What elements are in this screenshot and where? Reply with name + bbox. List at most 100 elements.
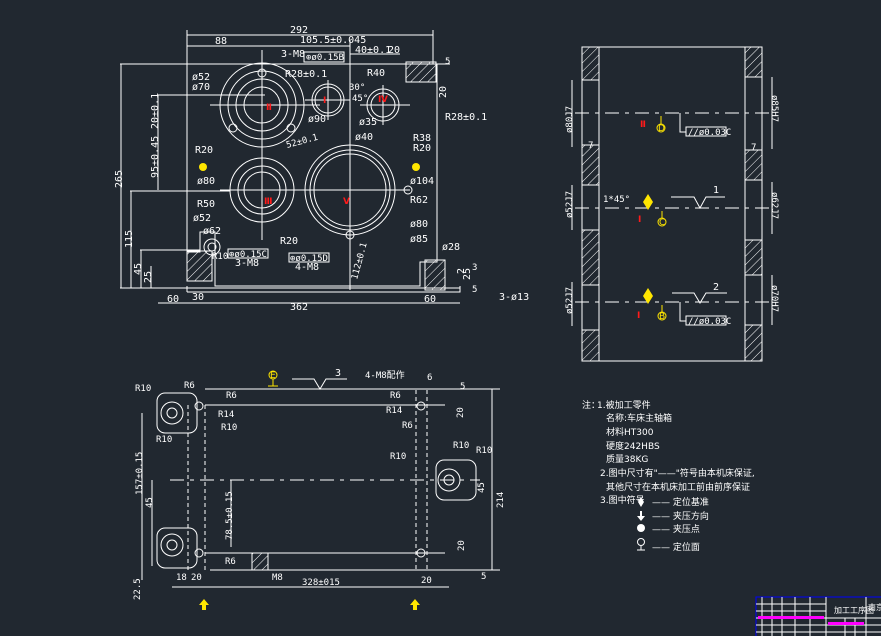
datum-b-icon [657, 311, 667, 321]
label-r20-bottom: R20 [280, 236, 298, 247]
bore-V [300, 135, 413, 245]
label-r20-left: R20 [195, 145, 213, 156]
label-d40: ø40 [355, 132, 373, 143]
label-r10: R10 [212, 252, 228, 262]
tolerance-parallel-1: //ø0.03C [688, 128, 731, 138]
note-2: 2.图中尺寸有"——"符号由本机床保证, [600, 467, 755, 479]
label-r10-b: R10 [221, 423, 237, 433]
label-d85: ø85 [410, 234, 428, 245]
label-r40: R40 [367, 68, 385, 79]
dim-20-left: 20 [191, 573, 202, 583]
label-d52-b: ø52 [193, 213, 211, 224]
label-chamfer: 1*45° [603, 195, 630, 205]
clamp-point-right-icon [412, 163, 420, 171]
note-1a: 名称:车床主轴箱 [606, 412, 672, 424]
datum-c-icon [657, 217, 667, 227]
locating-datum-1-icon [643, 194, 653, 210]
dim-78: 78.5±0.15 [225, 491, 235, 540]
dim-20-bottom: 20 [457, 540, 467, 551]
dim-95: 95±0.45 [150, 136, 161, 178]
dim-40: 40±0.1 [355, 45, 391, 56]
dim-d52j7-b: ø52J7 [565, 287, 575, 314]
label-3-m8-left: 3-M8 [235, 258, 259, 269]
dim-105: 105.5±0.045 [300, 35, 366, 46]
axis-mark-sec-I-2: Ⅰ [637, 311, 640, 321]
dim-25: 25 [143, 271, 154, 283]
dim-20-right: 20 [421, 576, 432, 586]
note-1: 1.被加工零件 [597, 399, 651, 411]
label-d80-right: ø80 [410, 219, 428, 230]
title-block: 加工工序图 南京 [755, 596, 881, 636]
label-d35: ø35 [359, 117, 377, 128]
legend-clamp-point: —— 夹压点 [652, 523, 700, 535]
label-r28-2: R28±0.1 [445, 112, 487, 123]
title-block-title: 加工工序图 [834, 605, 874, 615]
roughness-7-a: 7 [588, 141, 593, 151]
axis-mark-V: Ⅴ [343, 197, 350, 207]
dot-icon [637, 524, 645, 532]
dim-d62j7: ø62J7 [769, 192, 779, 219]
dim-d52j7-a: ø52J7 [565, 191, 575, 218]
tolerance-top: ⊕ø0.15B [306, 53, 344, 63]
roughness-5: 5 [472, 285, 477, 295]
label-d52: ø52 [192, 72, 210, 83]
label-3-m8-top: 3-M8 [281, 49, 305, 60]
dim-20: 20 [388, 45, 400, 56]
dim-d85h7: ø85H7 [769, 95, 779, 122]
roughness-7-b: 7 [751, 143, 756, 153]
bottom-view: E 3 4-M8配作 R10 R6 R6 R14 R10 R10 R6 R14 … [133, 368, 506, 610]
note-2b: 其他尺寸在本机床加工前由前序保证 [606, 481, 750, 493]
title-block-school: 南京 [868, 602, 881, 612]
label-d80-left: ø80 [197, 176, 215, 187]
legend-clamp-direction: —— 夹压方向 [652, 510, 709, 522]
label-r6-b: R6 [226, 391, 237, 401]
note-1d: 质量38KG [606, 453, 648, 465]
dim-20-top: 20 [456, 407, 466, 418]
roughness-5-bv-b: 5 [481, 572, 486, 582]
bore-III [220, 150, 310, 240]
dim-right-60: 60 [424, 294, 436, 305]
label-r10-d: R10 [390, 452, 406, 462]
dim-45-right: 45 [477, 482, 487, 493]
locator-icon [637, 538, 645, 546]
label-m8: M8 [272, 573, 283, 583]
bore-IV [360, 85, 410, 125]
label-4-m8-note: 4-M8配作 [365, 369, 405, 381]
dim-214: 214 [496, 492, 506, 508]
notes-block: 注： 1.被加工零件 名称:车床主轴箱 材料HT300 硬度242HBS 质量3… [582, 399, 755, 553]
legend-locating-surface: —— 定位面 [652, 541, 700, 553]
label-4-m8: 4-M8 [295, 262, 319, 273]
legend-locating-datum: —— 定位基准 [652, 496, 709, 508]
label-r10-e: R10 [453, 441, 469, 451]
label-r62: R62 [410, 195, 428, 206]
label-r6-d: R6 [402, 421, 413, 431]
dim-20-01: 20±0.1 [150, 93, 161, 129]
label-r10-a: R10 [135, 384, 151, 394]
label-d104: ø104 [410, 176, 434, 187]
clamp-direction-right-icon [410, 599, 420, 610]
dim-right-2: 2 [456, 268, 467, 274]
label-112: 112±0.1 [350, 242, 369, 281]
label-r28-1: R28±0.1 [285, 69, 327, 80]
label-r38: R38 [413, 133, 431, 144]
axis-mark-sec-II: Ⅱ [640, 120, 646, 130]
label-d90: ø90 [308, 114, 326, 125]
roughness-6: 6 [427, 373, 432, 383]
note-1c: 硬度242HBS [606, 440, 660, 452]
datum-d-label: D [658, 124, 665, 134]
label-angle-45: 45° [352, 94, 368, 104]
dim-88: 88 [215, 36, 227, 47]
dim-left-30: 30 [192, 292, 204, 303]
note-1b: 材料HT300 [606, 426, 654, 438]
callout-2: 2 [713, 282, 719, 293]
dim-right-25: 25 [462, 268, 473, 280]
tolerance-left: ⊕ø0.15C [229, 250, 267, 260]
label-angle-30: 30° [349, 83, 365, 93]
dim-157: 157±0.15 [135, 452, 145, 495]
label-d70: ø70 [192, 82, 210, 93]
callout-3: 3 [335, 368, 341, 379]
diamond-icon [638, 497, 644, 507]
axis-mark-II: Ⅱ [266, 103, 272, 113]
label-r10-f: R10 [476, 446, 492, 456]
